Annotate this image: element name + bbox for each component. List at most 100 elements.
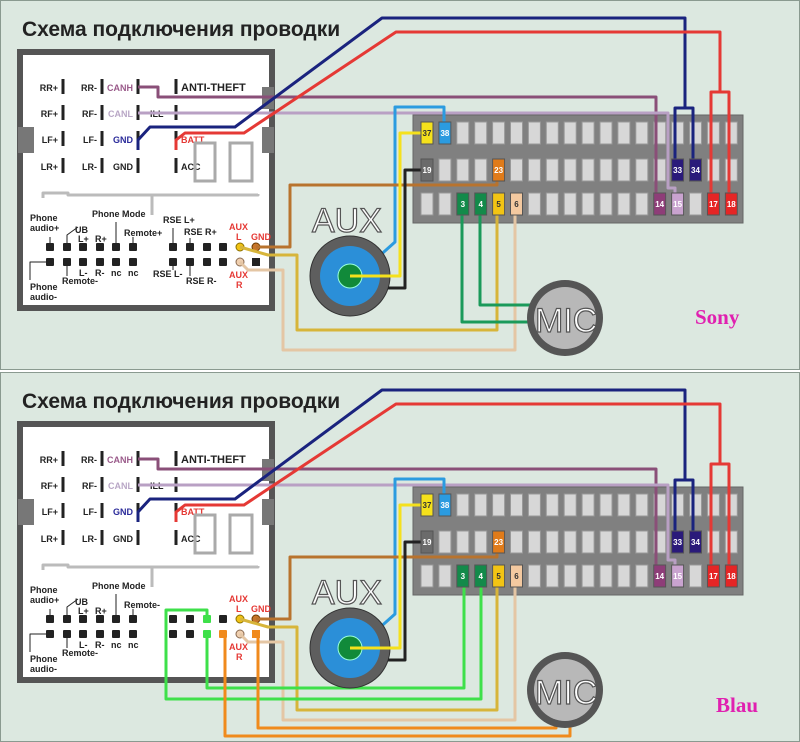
latch <box>228 513 254 555</box>
empty-slot <box>635 192 649 216</box>
label-aux-gnd: GND <box>251 232 272 242</box>
pin-number-23: 23 <box>494 166 503 175</box>
wire-mic <box>460 212 530 324</box>
latch <box>228 141 254 183</box>
empty-slot <box>527 158 541 182</box>
empty-slot <box>438 158 452 182</box>
empty-slot <box>689 192 702 216</box>
pin-number-19: 19 <box>423 538 432 547</box>
pin-15 <box>671 564 685 588</box>
empty-slot <box>706 121 720 145</box>
label-phone-mode: Phone Mode <box>92 581 146 591</box>
pin-bar <box>174 451 178 466</box>
empty-slot <box>581 192 595 216</box>
pin-number-15: 15 <box>673 572 682 581</box>
pin-34 <box>689 158 702 182</box>
pin-bar <box>136 158 140 173</box>
pin-23 <box>492 530 506 554</box>
pin-bar <box>61 131 65 146</box>
empty-slot <box>510 121 523 145</box>
aux-pin <box>219 243 227 251</box>
mic-face <box>534 659 596 721</box>
mic-label: MIC <box>535 674 597 712</box>
pin-number-34: 34 <box>691 166 700 175</box>
label-r-minus: R- <box>95 640 105 650</box>
iso-label-batt: BATT <box>181 135 205 145</box>
iso-label-rr_plus: RR+ <box>40 83 58 93</box>
label-rse-l-minus: RSE L- <box>153 269 183 279</box>
empty-slot <box>420 192 434 216</box>
pin-38 <box>438 121 452 145</box>
label-remote-plus: Remote+ <box>124 228 162 238</box>
iso-label-acc: ACC <box>181 162 201 172</box>
iso-label-batt: BATT <box>181 507 205 517</box>
wire-aux-tip <box>350 131 426 278</box>
pin-number-3: 3 <box>461 200 466 209</box>
pin-number-3: 3 <box>461 572 466 581</box>
empty-slot <box>599 192 613 216</box>
pin-number-34: 34 <box>691 538 700 547</box>
label-phone-audio-plus: audio+ <box>30 595 59 605</box>
wire-aux-tip <box>350 503 426 650</box>
label-nc: nc <box>111 640 122 650</box>
wire-gnd <box>136 388 687 532</box>
wire-batt <box>720 462 731 567</box>
iso-label-rf_minus: RF- <box>82 109 97 119</box>
pin-18 <box>724 192 738 216</box>
pin-bar <box>100 451 104 466</box>
aux-pin <box>129 630 137 638</box>
empty-slot <box>689 493 702 517</box>
empty-slot <box>527 564 541 588</box>
pin-bar <box>100 477 104 492</box>
label-aux-r: R <box>236 280 243 290</box>
iso-label-rf_minus: RF- <box>82 481 97 491</box>
pin-number-15: 15 <box>673 200 682 209</box>
empty-slot <box>635 530 649 554</box>
label-aux-gnd: GND <box>251 604 272 614</box>
label-ub: UB <box>75 225 88 235</box>
label-nc: nc <box>128 268 139 278</box>
pin-6 <box>510 564 523 588</box>
wire-aux-r <box>238 212 517 352</box>
pin-bar <box>61 451 65 466</box>
pin-number-4: 4 <box>478 572 483 581</box>
empty-slot <box>581 121 595 145</box>
label-r-minus: R- <box>95 268 105 278</box>
aux-pin <box>169 630 177 638</box>
pin-number-38: 38 <box>440 129 449 138</box>
iso-label-canl: CANL <box>108 109 133 119</box>
aux-pin <box>112 258 120 266</box>
wire-gnd <box>685 106 695 160</box>
pin-bar <box>100 131 104 146</box>
wire-green <box>205 584 466 690</box>
label-nc: nc <box>128 640 139 650</box>
connector-notch <box>18 499 34 525</box>
pin-bar <box>174 79 178 94</box>
pin-bar <box>61 79 65 94</box>
pin-number-38: 38 <box>440 501 449 510</box>
wire-aux-sleeve <box>388 168 426 290</box>
empty-slot <box>456 493 470 517</box>
empty-slot <box>563 192 577 216</box>
label-l-minus: L- <box>79 268 88 278</box>
pin-5 <box>492 564 506 588</box>
separator <box>41 563 260 570</box>
connector-notch <box>18 127 34 153</box>
empty-slot <box>420 564 434 588</box>
empty-slot <box>635 121 649 145</box>
pin-number-19: 19 <box>423 166 432 175</box>
pin-23 <box>492 158 506 182</box>
label-phone-audio-plus: audio+ <box>30 223 59 233</box>
pin-19 <box>420 530 434 554</box>
pin-bar <box>61 530 65 545</box>
empty-slot <box>617 158 631 182</box>
empty-slot <box>545 530 559 554</box>
label-remote-minus: Remote- <box>62 648 98 658</box>
pin-number-5: 5 <box>496 572 501 581</box>
iso-label-rr_minus: RR- <box>81 83 97 93</box>
empty-slot <box>563 530 577 554</box>
empty-slot <box>724 158 738 182</box>
pin-number-37: 37 <box>423 501 432 510</box>
pin-5 <box>492 192 506 216</box>
